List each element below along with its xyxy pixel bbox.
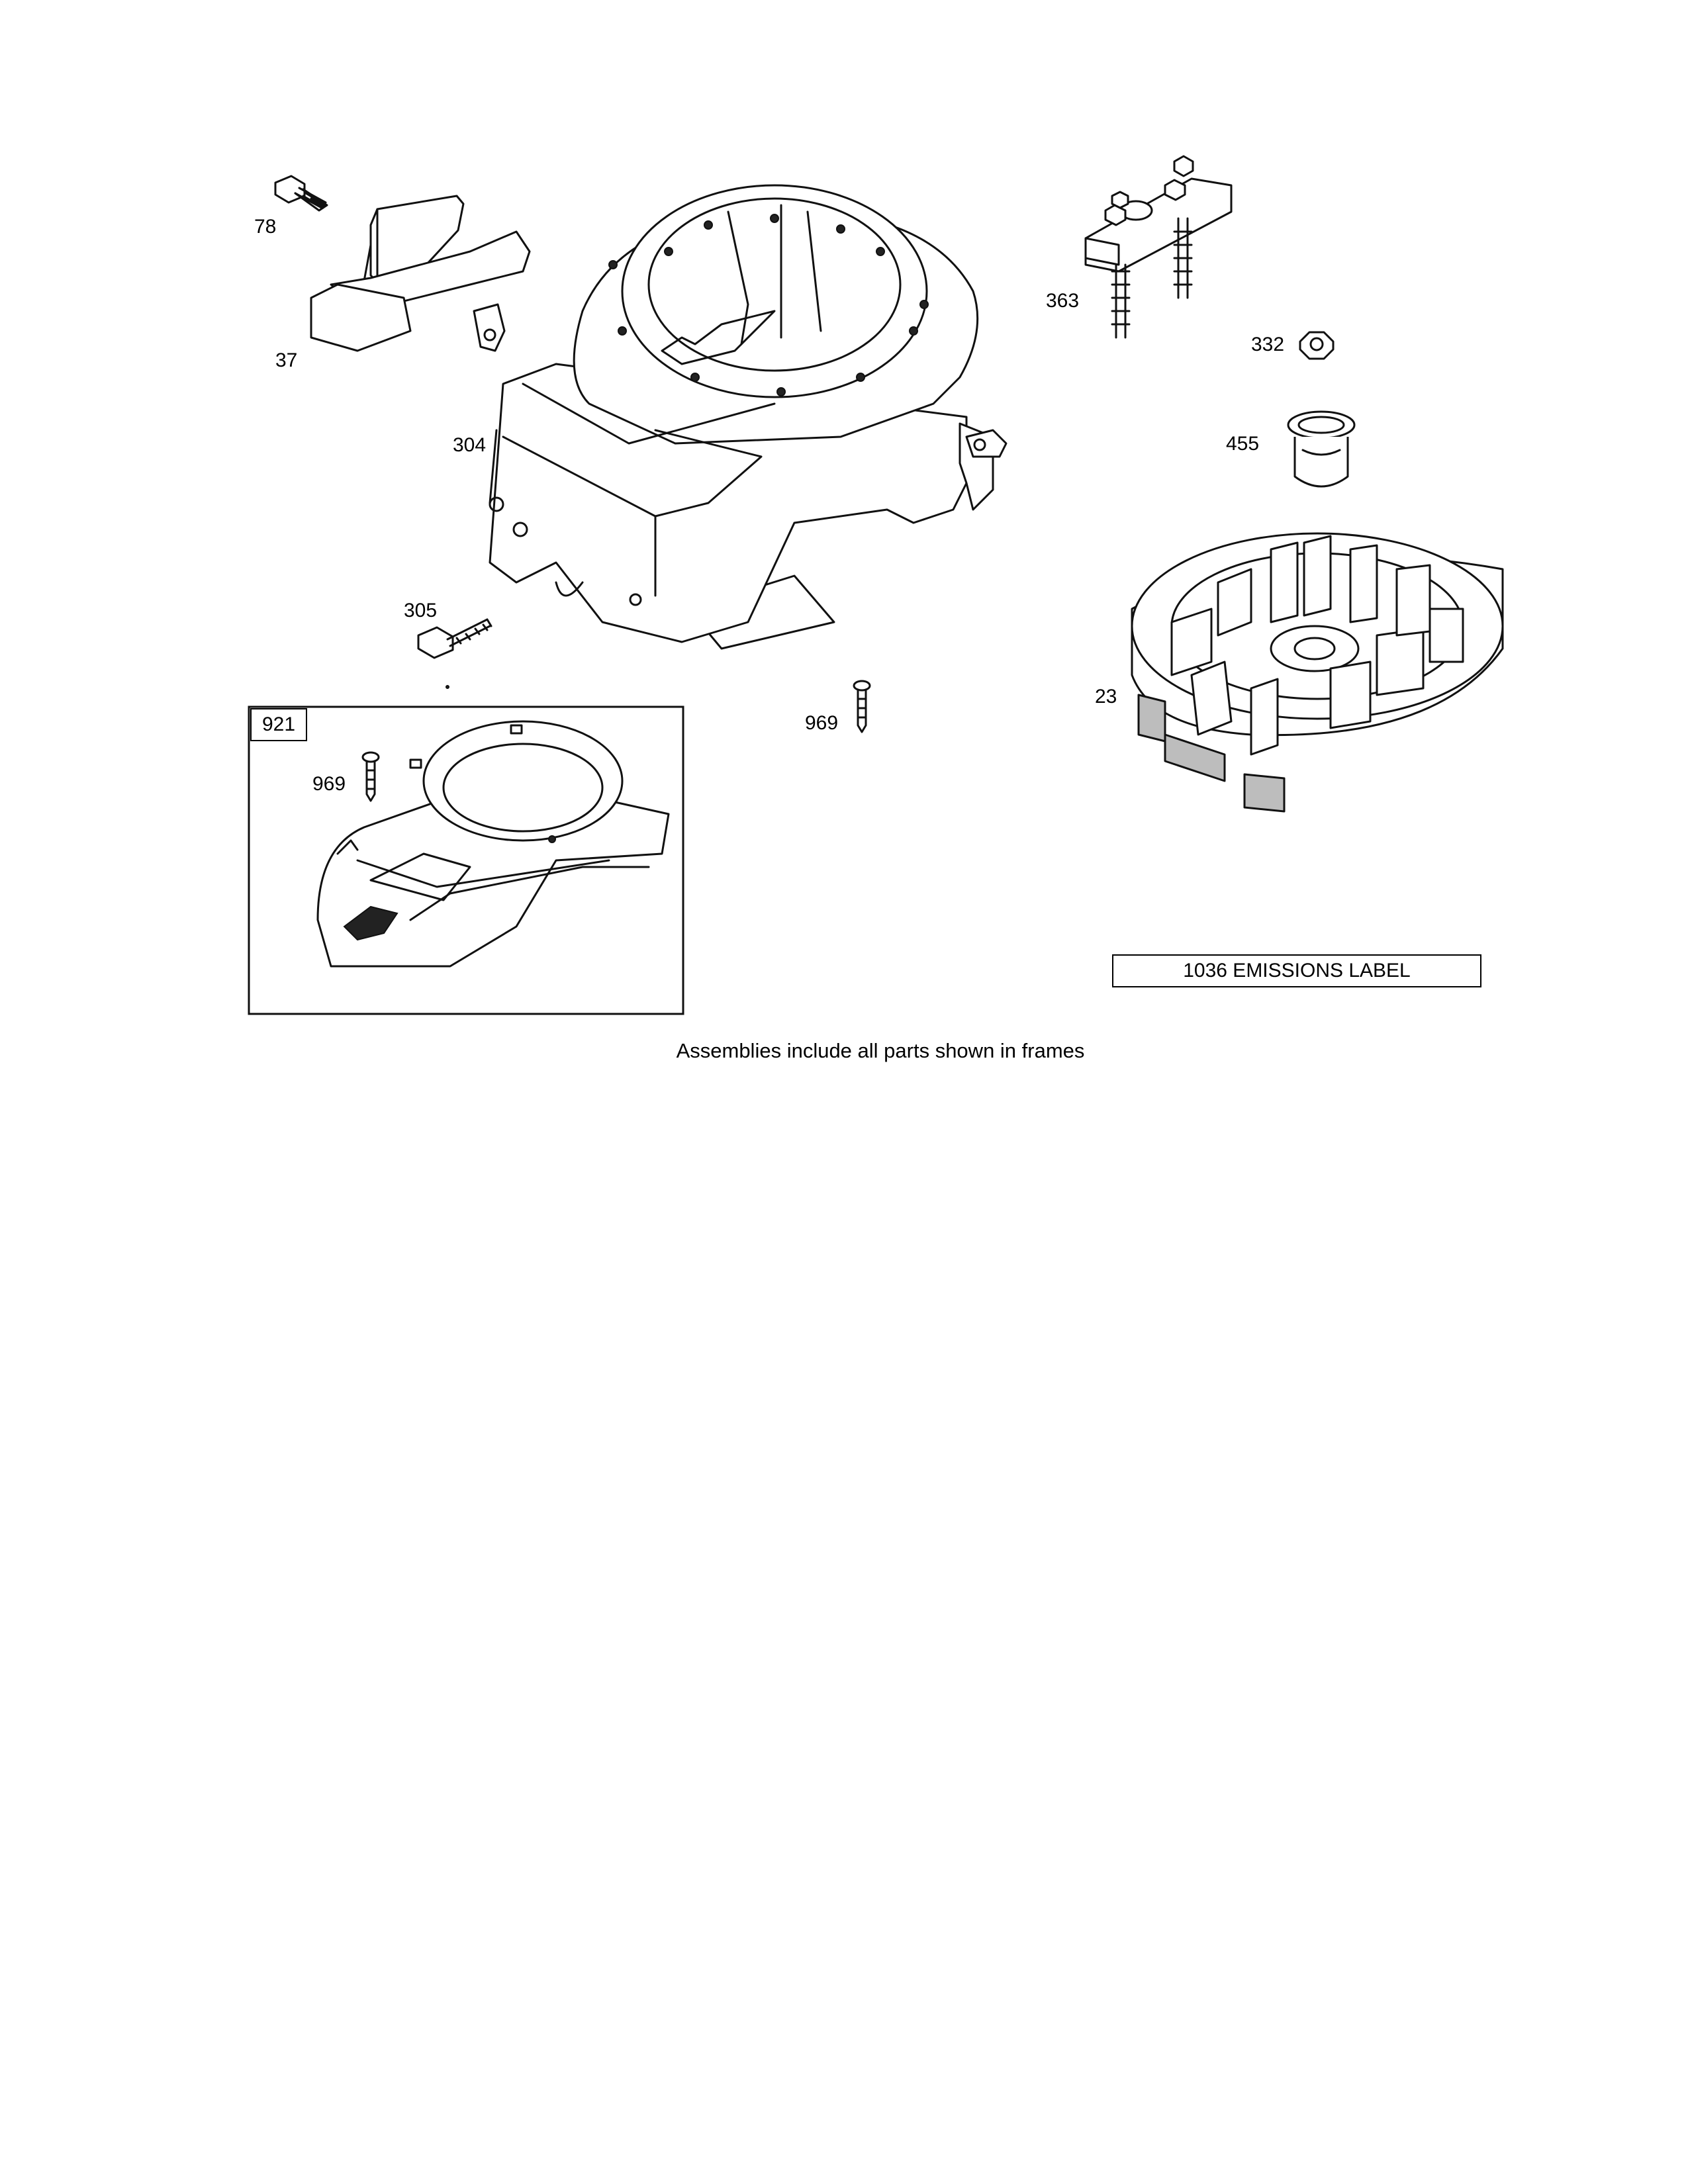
callout-78: 78 <box>254 216 277 238</box>
blower-housing-304-drawing <box>489 184 1008 650</box>
callout-455: 455 <box>1226 433 1260 455</box>
callout-363: 363 <box>1046 290 1080 312</box>
callout-305: 305 <box>404 600 438 621</box>
frame-921 <box>248 705 684 1015</box>
callout-23: 23 <box>1095 686 1117 707</box>
bracket-363-drawing <box>1084 155 1233 339</box>
nut-332-drawing <box>1299 331 1335 360</box>
callout-304: 304 <box>453 434 487 456</box>
emissions-label-box: 1036 EMISSIONS LABEL <box>1112 954 1481 987</box>
callout-37: 37 <box>275 349 298 371</box>
frame-921-label: 921 <box>250 708 307 741</box>
air-guide-37-drawing <box>310 195 531 352</box>
callout-969-right: 969 <box>805 712 839 734</box>
callout-969-frame: 969 <box>312 773 346 795</box>
blower-cover-assembly-drawing <box>316 720 670 968</box>
bolt-78-drawing <box>274 175 328 212</box>
screw-969-frame-drawing <box>361 751 380 802</box>
bolt-305-drawing <box>417 618 492 689</box>
callout-332: 332 <box>1251 334 1285 355</box>
assemblies-footnote: Assemblies include all parts shown in fr… <box>676 1039 1085 1062</box>
cup-455-drawing <box>1287 410 1356 488</box>
flywheel-23-drawing <box>1131 532 1504 813</box>
screw-969-drawing <box>853 680 871 733</box>
